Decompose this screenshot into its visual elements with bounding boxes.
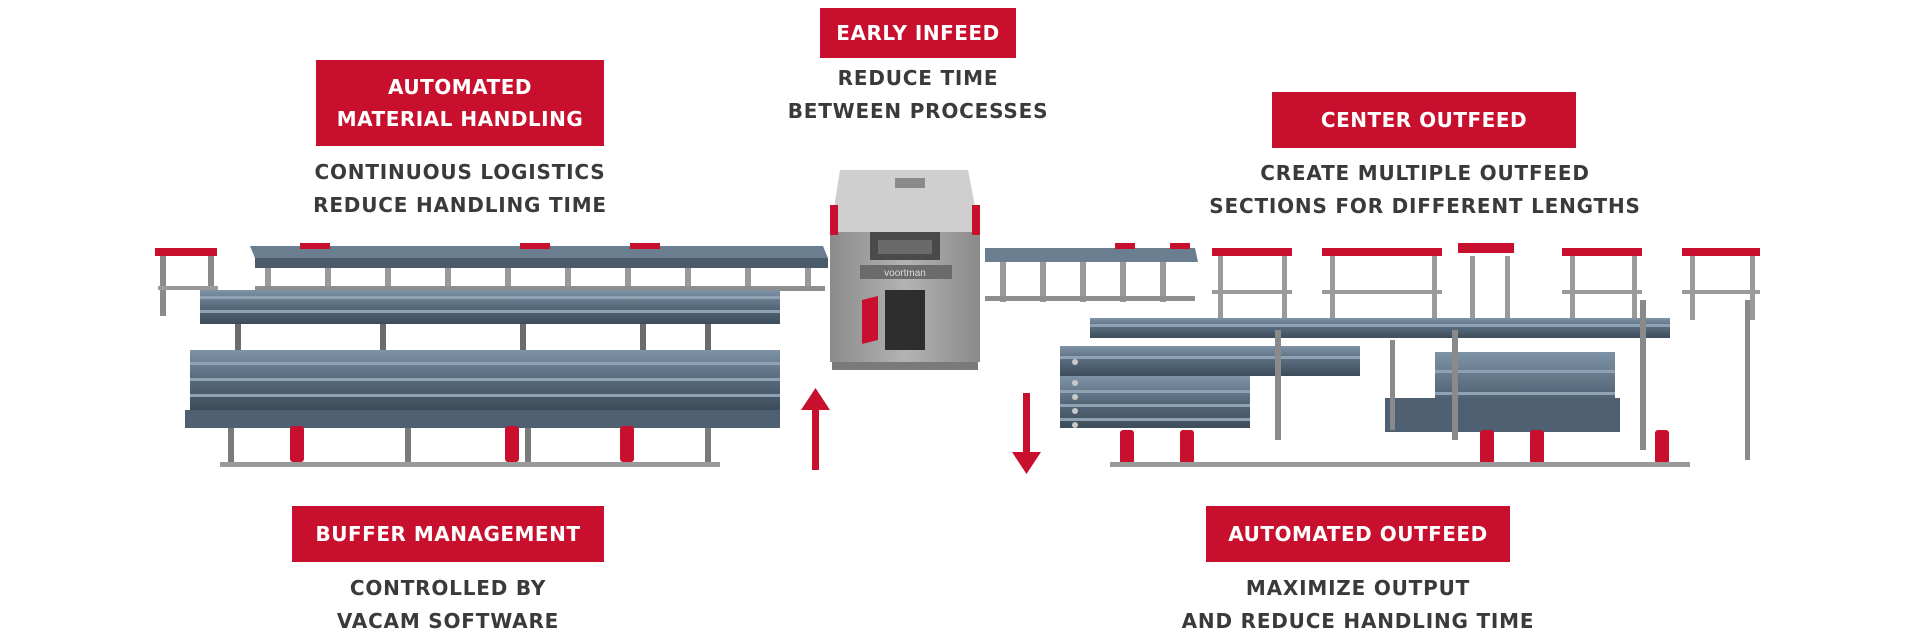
buffer-management-desc-line-2: VACAM SOFTWARE — [336, 609, 560, 633]
automated-material-handling-label: AUTOMATED MATERIAL HANDLING — [316, 60, 604, 146]
early-infeed-title: EARLY INFEED — [836, 21, 1000, 45]
buffer-management-desc-line-1: CONTROLLED BY — [349, 576, 547, 600]
right-outfeed-conveyor — [985, 243, 1760, 467]
arrow-up-icon — [801, 388, 830, 470]
center-outfeed-desc-line-2: SECTIONS FOR DIFFERENT LENGTHS — [1209, 194, 1641, 218]
buffer-management-description: CONTROLLED BY VACAM SOFTWARE — [290, 572, 606, 638]
amh-desc-line-2: REDUCE HANDLING TIME — [313, 193, 607, 217]
automated-material-handling-title-line-1: AUTOMATED — [388, 75, 532, 99]
center-outfeed-desc-line-1: CREATE MULTIPLE OUTFEED — [1260, 161, 1590, 185]
automated-outfeed-desc-line-1: MAXIMIZE OUTPUT — [1245, 576, 1471, 600]
amh-desc-line-1: CONTINUOUS LOGISTICS — [314, 160, 606, 184]
early-infeed-description: REDUCE TIME BETWEEN PROCESSES — [760, 62, 1076, 128]
center-outfeed-description: CREATE MULTIPLE OUTFEED SECTIONS FOR DIF… — [1190, 157, 1660, 223]
automated-outfeed-label: AUTOMATED OUTFEED — [1206, 506, 1510, 562]
automated-outfeed-desc-line-2: AND REDUCE HANDLING TIME — [1181, 609, 1535, 633]
automated-outfeed-title: AUTOMATED OUTFEED — [1228, 522, 1488, 546]
automated-material-handling-description: CONTINUOUS LOGISTICS REDUCE HANDLING TIM… — [280, 156, 640, 222]
early-infeed-label: EARLY INFEED — [820, 8, 1016, 58]
saw-drill-machine: voortman — [830, 170, 980, 370]
left-infeed-conveyor — [155, 243, 828, 467]
buffer-management-label: BUFFER MANAGEMENT — [292, 506, 604, 562]
machine-brand-logo: voortman — [884, 268, 926, 279]
early-infeed-desc-line-1: REDUCE TIME — [837, 66, 999, 90]
center-outfeed-label: CENTER OUTFEED — [1272, 92, 1576, 148]
arrow-down-icon — [1012, 393, 1041, 474]
automated-outfeed-description: MAXIMIZE OUTPUT AND REDUCE HANDLING TIME — [1150, 572, 1566, 638]
early-infeed-desc-line-2: BETWEEN PROCESSES — [787, 99, 1049, 123]
automated-material-handling-title-line-2: MATERIAL HANDLING — [336, 107, 584, 131]
center-outfeed-title: CENTER OUTFEED — [1320, 108, 1528, 132]
buffer-management-title: BUFFER MANAGEMENT — [315, 522, 581, 546]
